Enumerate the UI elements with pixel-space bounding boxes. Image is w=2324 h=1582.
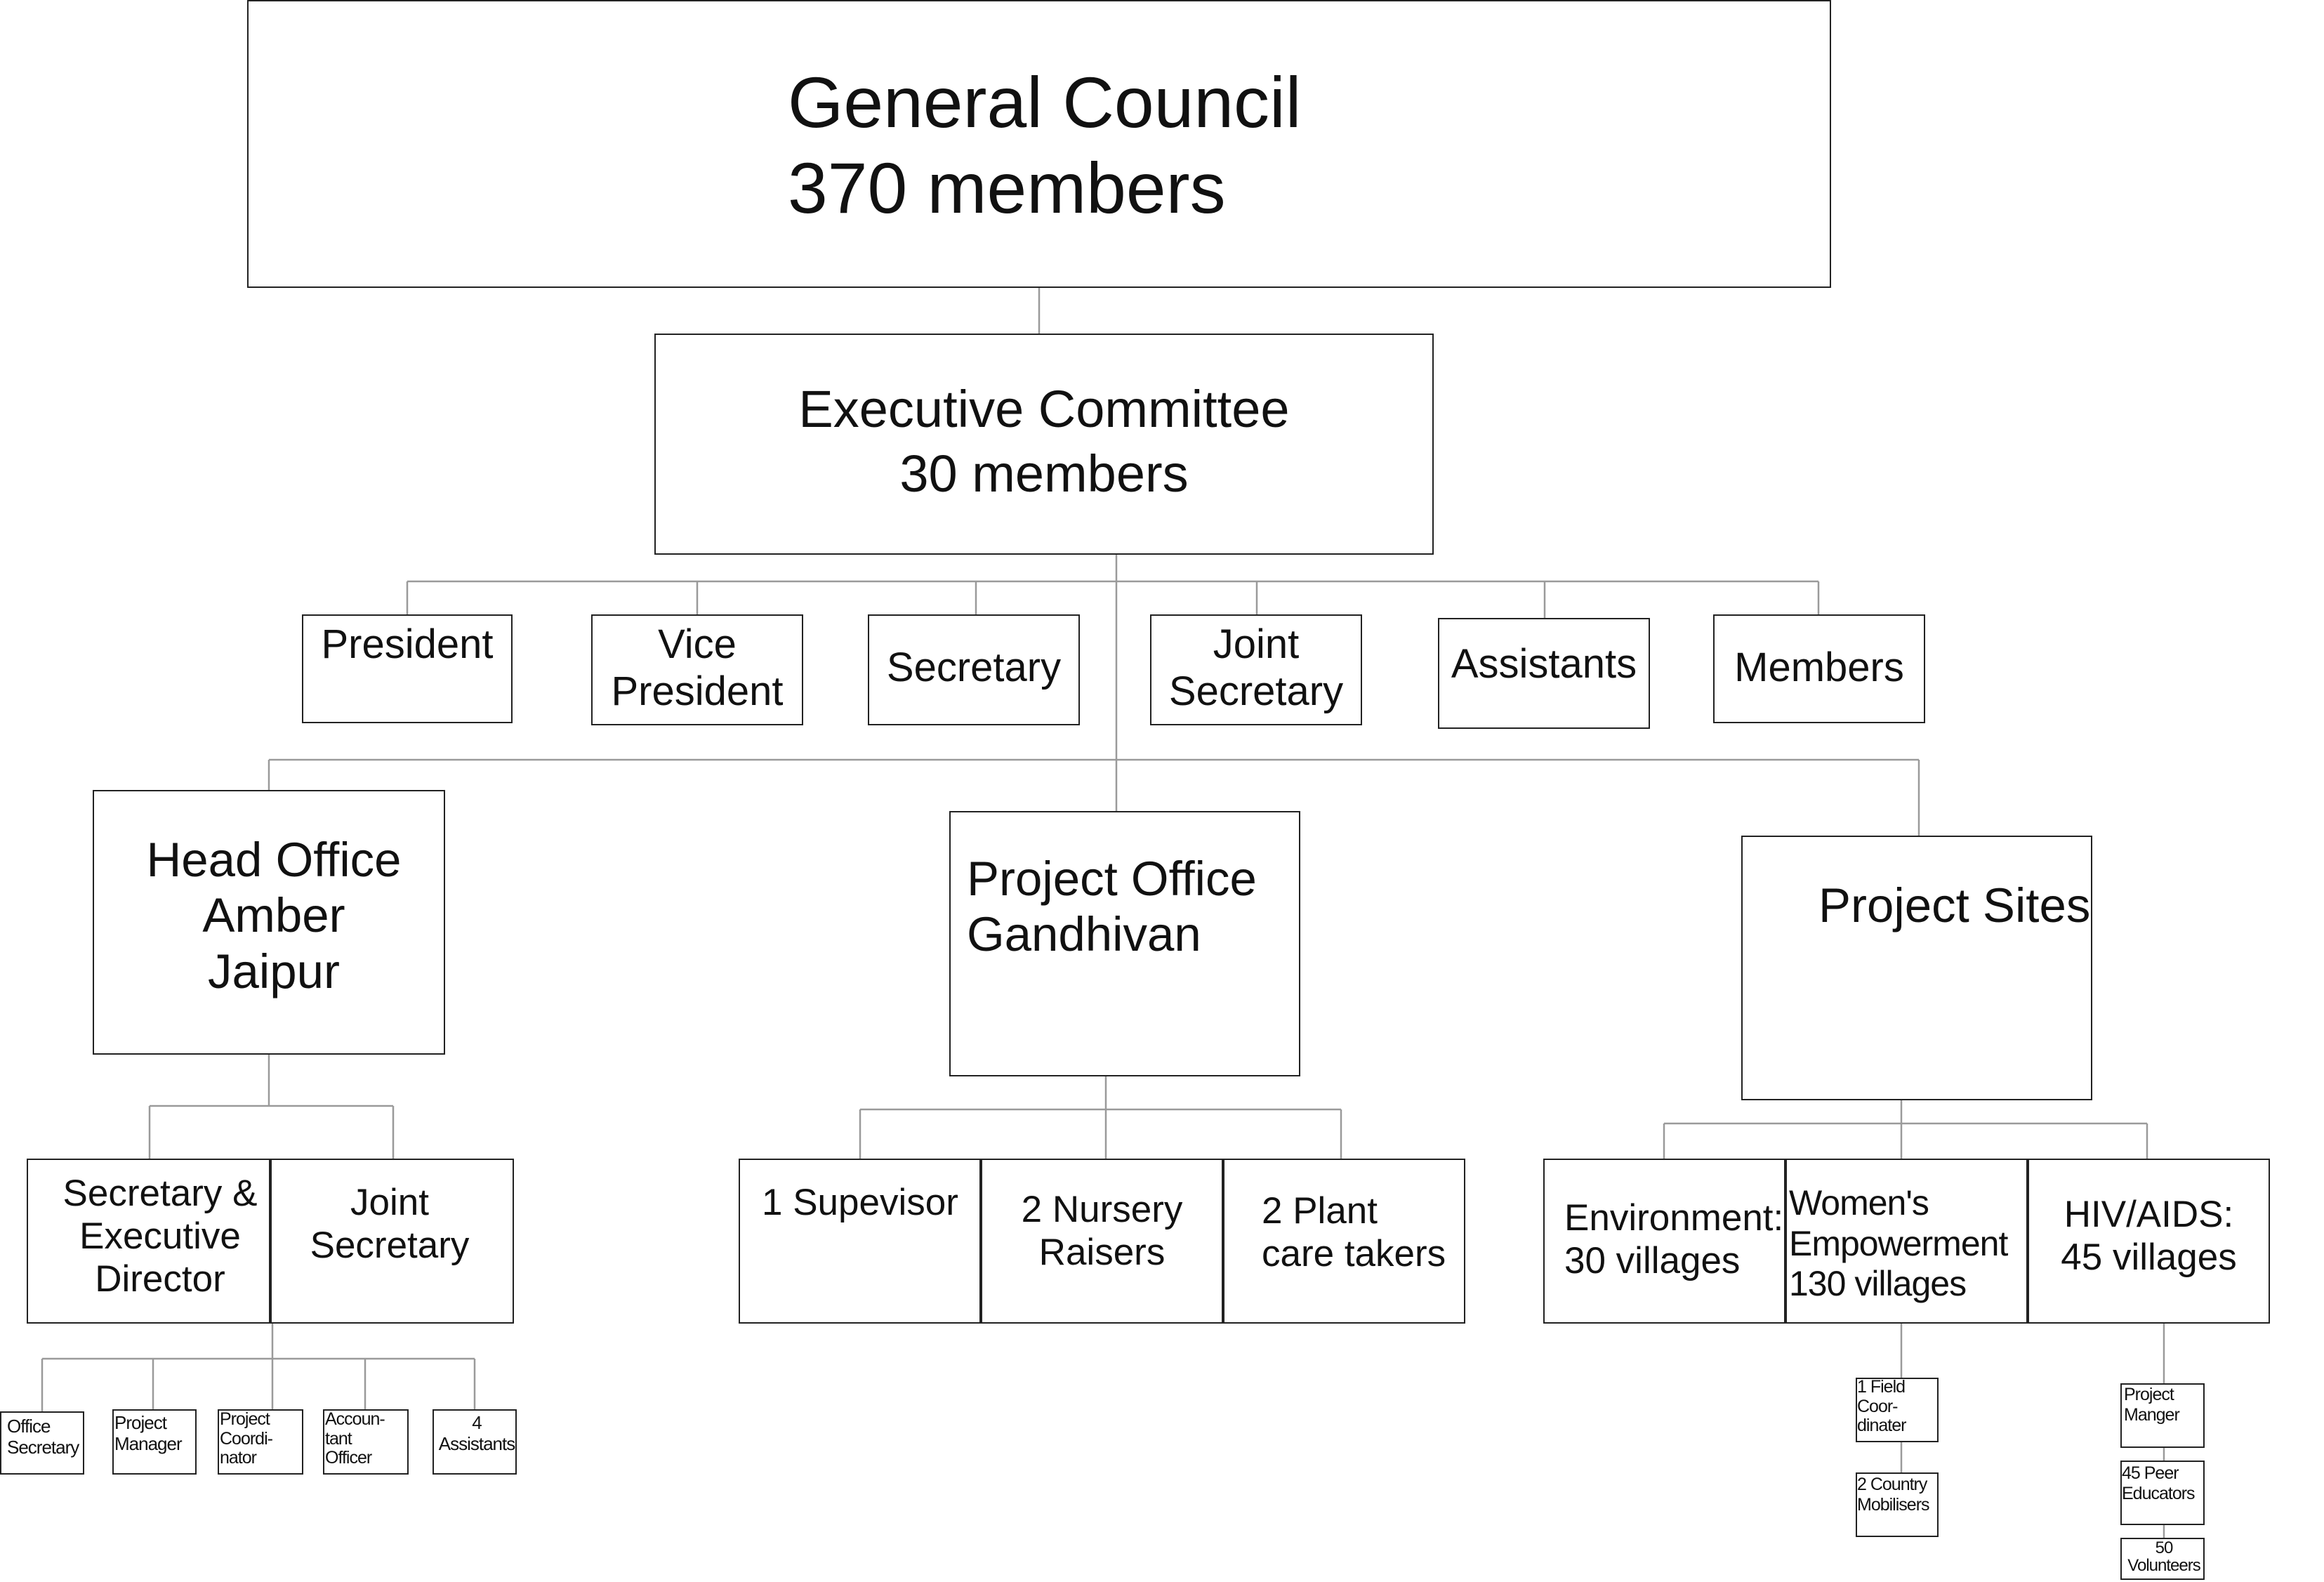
field-coordinater-box — [1856, 1378, 1939, 1442]
country-mobilisers-label: 2 Country Mobilisers — [1857, 1475, 1930, 1515]
head-office-joint-secretary-label: Joint Secretary — [310, 1182, 470, 1266]
project-manger-box — [2120, 1383, 2205, 1448]
members-box — [1713, 614, 1925, 723]
executive-committee-title: Executive Committee — [798, 380, 1290, 438]
project-office-box — [949, 811, 1300, 1076]
general-council-title: General Council — [788, 62, 1302, 143]
office-secretary-box — [0, 1411, 84, 1475]
assistants-box — [1438, 618, 1650, 729]
members-label: Members — [1734, 645, 1904, 690]
president-box — [302, 614, 513, 723]
secretary-box — [868, 614, 1080, 725]
accountant-officer-label: Accoun- tant Officer — [325, 1409, 385, 1468]
project-coordinator-box — [218, 1409, 303, 1475]
hiv-aids-box — [2028, 1159, 2270, 1324]
secretary-label: Secretary — [886, 645, 1062, 690]
head-office-joint-secretary-box — [270, 1159, 514, 1324]
project-office-title: Project Office Gandhivan — [967, 852, 1257, 962]
project-sites-title: Project Sites — [1818, 878, 2091, 932]
executive-committee-box — [654, 334, 1434, 555]
volunteers-box — [2120, 1538, 2205, 1580]
office-secretary-label: Office Secretary — [7, 1416, 79, 1458]
project-manger-label: Project Manger — [2124, 1385, 2180, 1425]
head-office-title: Head Office Amber Jaipur — [146, 833, 402, 998]
supervisor-box — [739, 1159, 981, 1324]
joint-secretary-label: Joint Secretary — [1168, 621, 1344, 714]
nursery-raisers-label: 2 Nursery Raisers — [1021, 1189, 1183, 1273]
joint-secretary-box — [1150, 614, 1362, 725]
general-council-box — [247, 0, 1831, 288]
field-coordinater-label: 1 Field Coor- dinater — [1857, 1377, 1906, 1435]
secretary-executive-director-label: Secretary & Executive Director — [62, 1173, 258, 1300]
supervisor-label: 1 Supevisor — [762, 1182, 958, 1223]
head-office-box — [93, 790, 445, 1055]
secretary-executive-director-box — [27, 1159, 270, 1324]
country-mobilisers-box — [1856, 1472, 1939, 1537]
project-manager-box — [112, 1409, 197, 1475]
general-council-members: 370 members — [788, 148, 1226, 228]
peer-educators-box — [2120, 1461, 2205, 1525]
project-manager-label: Project Manager — [114, 1412, 183, 1454]
womens-empowerment-box — [1785, 1159, 2028, 1324]
president-label: President — [321, 621, 494, 667]
volunteers-label: 50 Volunteers — [2127, 1538, 2200, 1576]
environment-box — [1543, 1159, 1785, 1324]
executive-committee-members: 30 members — [899, 444, 1189, 503]
accountant-officer-box — [323, 1409, 409, 1475]
environment-label: Environment: 30 villages — [1564, 1197, 1784, 1281]
womens-empowerment-label: Women's Empowerment 130 villages — [1789, 1183, 2008, 1303]
four-assistants-box — [433, 1409, 517, 1475]
nursery-raisers-box — [981, 1159, 1223, 1324]
vice-president-label: Vice President — [611, 621, 784, 714]
vice-president-box — [591, 614, 803, 725]
plant-care-takers-box — [1223, 1159, 1465, 1324]
peer-educators-label: 45 Peer Educators — [2122, 1463, 2196, 1503]
plant-care-takers-label: 2 Plant care takers — [1262, 1190, 1446, 1274]
project-sites-box — [1741, 836, 2092, 1100]
assistants-label: Assistants — [1451, 641, 1637, 687]
project-coordinator-label: Project Coordi- nator — [220, 1409, 273, 1468]
hiv-aids-label: HIV/AIDS: 45 villages — [2061, 1194, 2237, 1278]
four-assistants-label: 4 Assistants — [438, 1412, 516, 1454]
